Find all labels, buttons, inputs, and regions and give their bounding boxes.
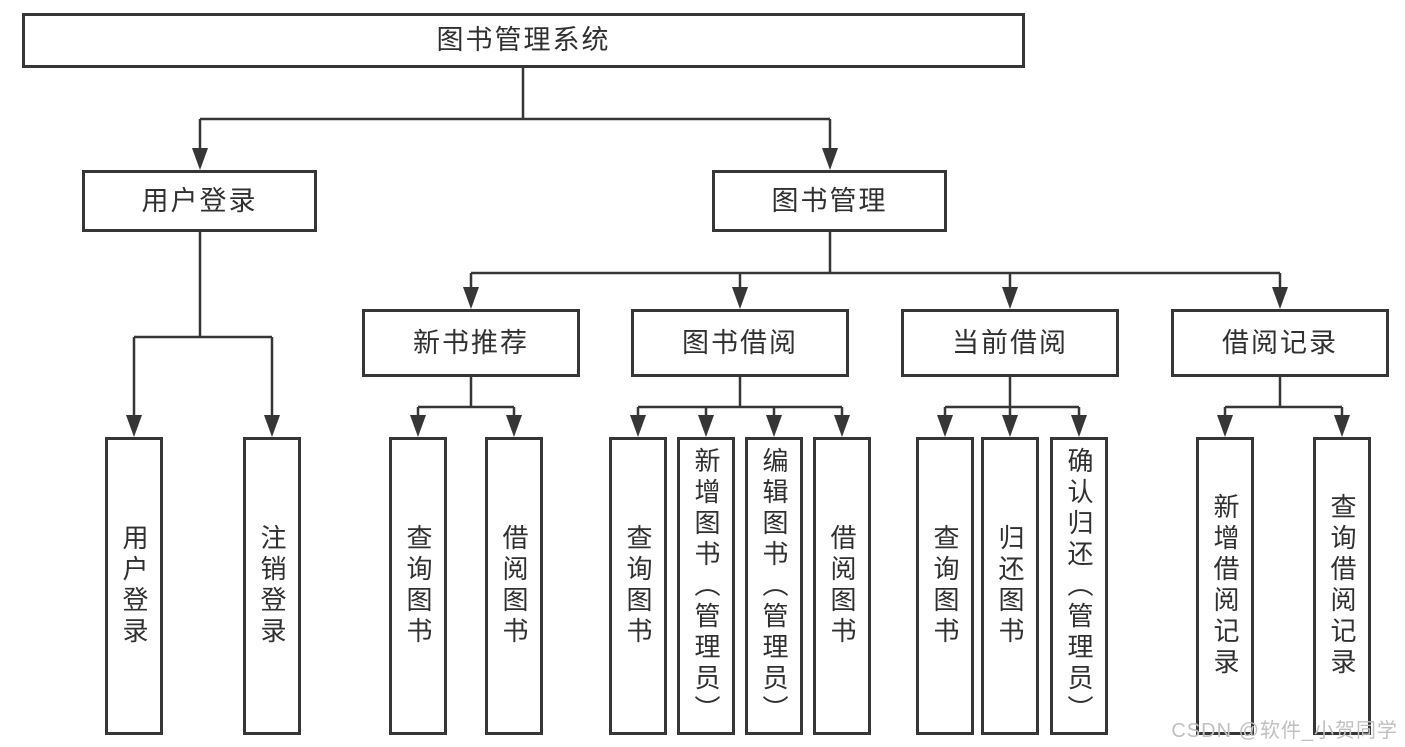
leaf-add-books-admin-label: 新增图书（管理员） [691, 446, 721, 726]
arrowhead [1272, 287, 1288, 309]
node-borrow-records: 借阅记录 [1171, 309, 1389, 377]
arrowhead [1217, 415, 1233, 437]
arrowhead [1334, 415, 1350, 437]
leaf-query-books-recommend-label: 查询图书 [403, 524, 433, 648]
leaf-query-books-current: 查询图书 [916, 437, 974, 735]
leaf-borrow-books: 借阅图书 [813, 437, 871, 735]
leaf-query-books-borrow: 查询图书 [609, 437, 667, 735]
arrowhead [937, 415, 953, 437]
node-user-login: 用户登录 [82, 170, 317, 232]
edges-borrow-records-to-leaves [1217, 377, 1350, 437]
arrowhead [410, 415, 426, 437]
arrowhead [698, 415, 714, 437]
leaf-user-login-label: 用户登录 [119, 524, 149, 648]
leaf-logout: 注销登录 [243, 437, 301, 735]
edges-book-borrow-to-leaves [630, 377, 850, 437]
edges-new-book-recommend-to-leaves [410, 377, 522, 437]
arrowhead [506, 415, 522, 437]
node-current-borrow: 当前借阅 [901, 309, 1119, 377]
leaf-add-borrow-record-label: 新增借阅记录 [1210, 493, 1240, 679]
leaf-confirm-return-admin: 确认归还（管理员） [1050, 437, 1108, 735]
arrowhead [1002, 287, 1018, 309]
edges-user-login-to-leaves [126, 232, 280, 437]
leaf-edit-books-admin-label: 编辑图书（管理员） [759, 446, 789, 726]
leaf-query-borrow-record: 查询借阅记录 [1313, 437, 1371, 735]
leaf-confirm-return-admin-label: 确认归还（管理员） [1064, 446, 1094, 726]
node-book-borrow: 图书借阅 [631, 309, 849, 377]
leaf-borrow-books-recommend: 借阅图书 [485, 437, 543, 735]
leaf-query-books-recommend: 查询图书 [389, 437, 447, 735]
edges-current-borrow-to-leaves [937, 377, 1087, 437]
leaf-edit-books-admin: 编辑图书（管理员） [745, 437, 803, 735]
leaf-user-login: 用户登录 [105, 437, 163, 735]
edges-root-to-level2 [192, 68, 838, 170]
node-book-management: 图书管理 [712, 170, 947, 232]
node-book-borrow-label: 图书借阅 [682, 327, 798, 358]
node-new-book-recommend-label: 新书推荐 [413, 327, 529, 358]
node-current-borrow-label: 当前借阅 [952, 327, 1068, 358]
leaf-query-books-current-label: 查询图书 [930, 524, 960, 648]
arrowhead [732, 287, 748, 309]
edges-book-management-to-modules [463, 232, 1288, 309]
arrowhead [834, 415, 850, 437]
node-new-book-recommend: 新书推荐 [362, 309, 580, 377]
leaf-add-borrow-record: 新增借阅记录 [1196, 437, 1254, 735]
leaf-query-borrow-record-label: 查询借阅记录 [1327, 493, 1357, 679]
leaf-query-books-borrow-label: 查询图书 [623, 524, 653, 648]
node-book-management-label: 图书管理 [771, 185, 888, 216]
arrowhead [463, 287, 479, 309]
csdn-watermark: CSDN @软件_小贺同学 [1171, 720, 1398, 742]
node-borrow-records-label: 借阅记录 [1222, 327, 1338, 358]
arrowhead [1071, 415, 1087, 437]
node-root: 图书管理系统 [22, 13, 1025, 68]
leaf-logout-label: 注销登录 [257, 524, 287, 648]
leaf-borrow-books-recommend-label: 借阅图书 [499, 524, 529, 648]
arrowhead [766, 415, 782, 437]
arrowhead [192, 148, 208, 170]
arrowhead [822, 148, 838, 170]
arrowhead [1002, 415, 1018, 437]
node-user-login-label: 用户登录 [141, 185, 258, 216]
leaf-return-books-label: 归还图书 [995, 524, 1025, 648]
arrowhead [126, 415, 142, 437]
arrowhead [630, 415, 646, 437]
arrowhead [264, 415, 280, 437]
node-root-label: 图书管理系统 [436, 25, 611, 55]
leaf-borrow-books-label: 借阅图书 [827, 524, 857, 648]
leaf-add-books-admin: 新增图书（管理员） [677, 437, 735, 735]
leaf-return-books: 归还图书 [981, 437, 1039, 735]
